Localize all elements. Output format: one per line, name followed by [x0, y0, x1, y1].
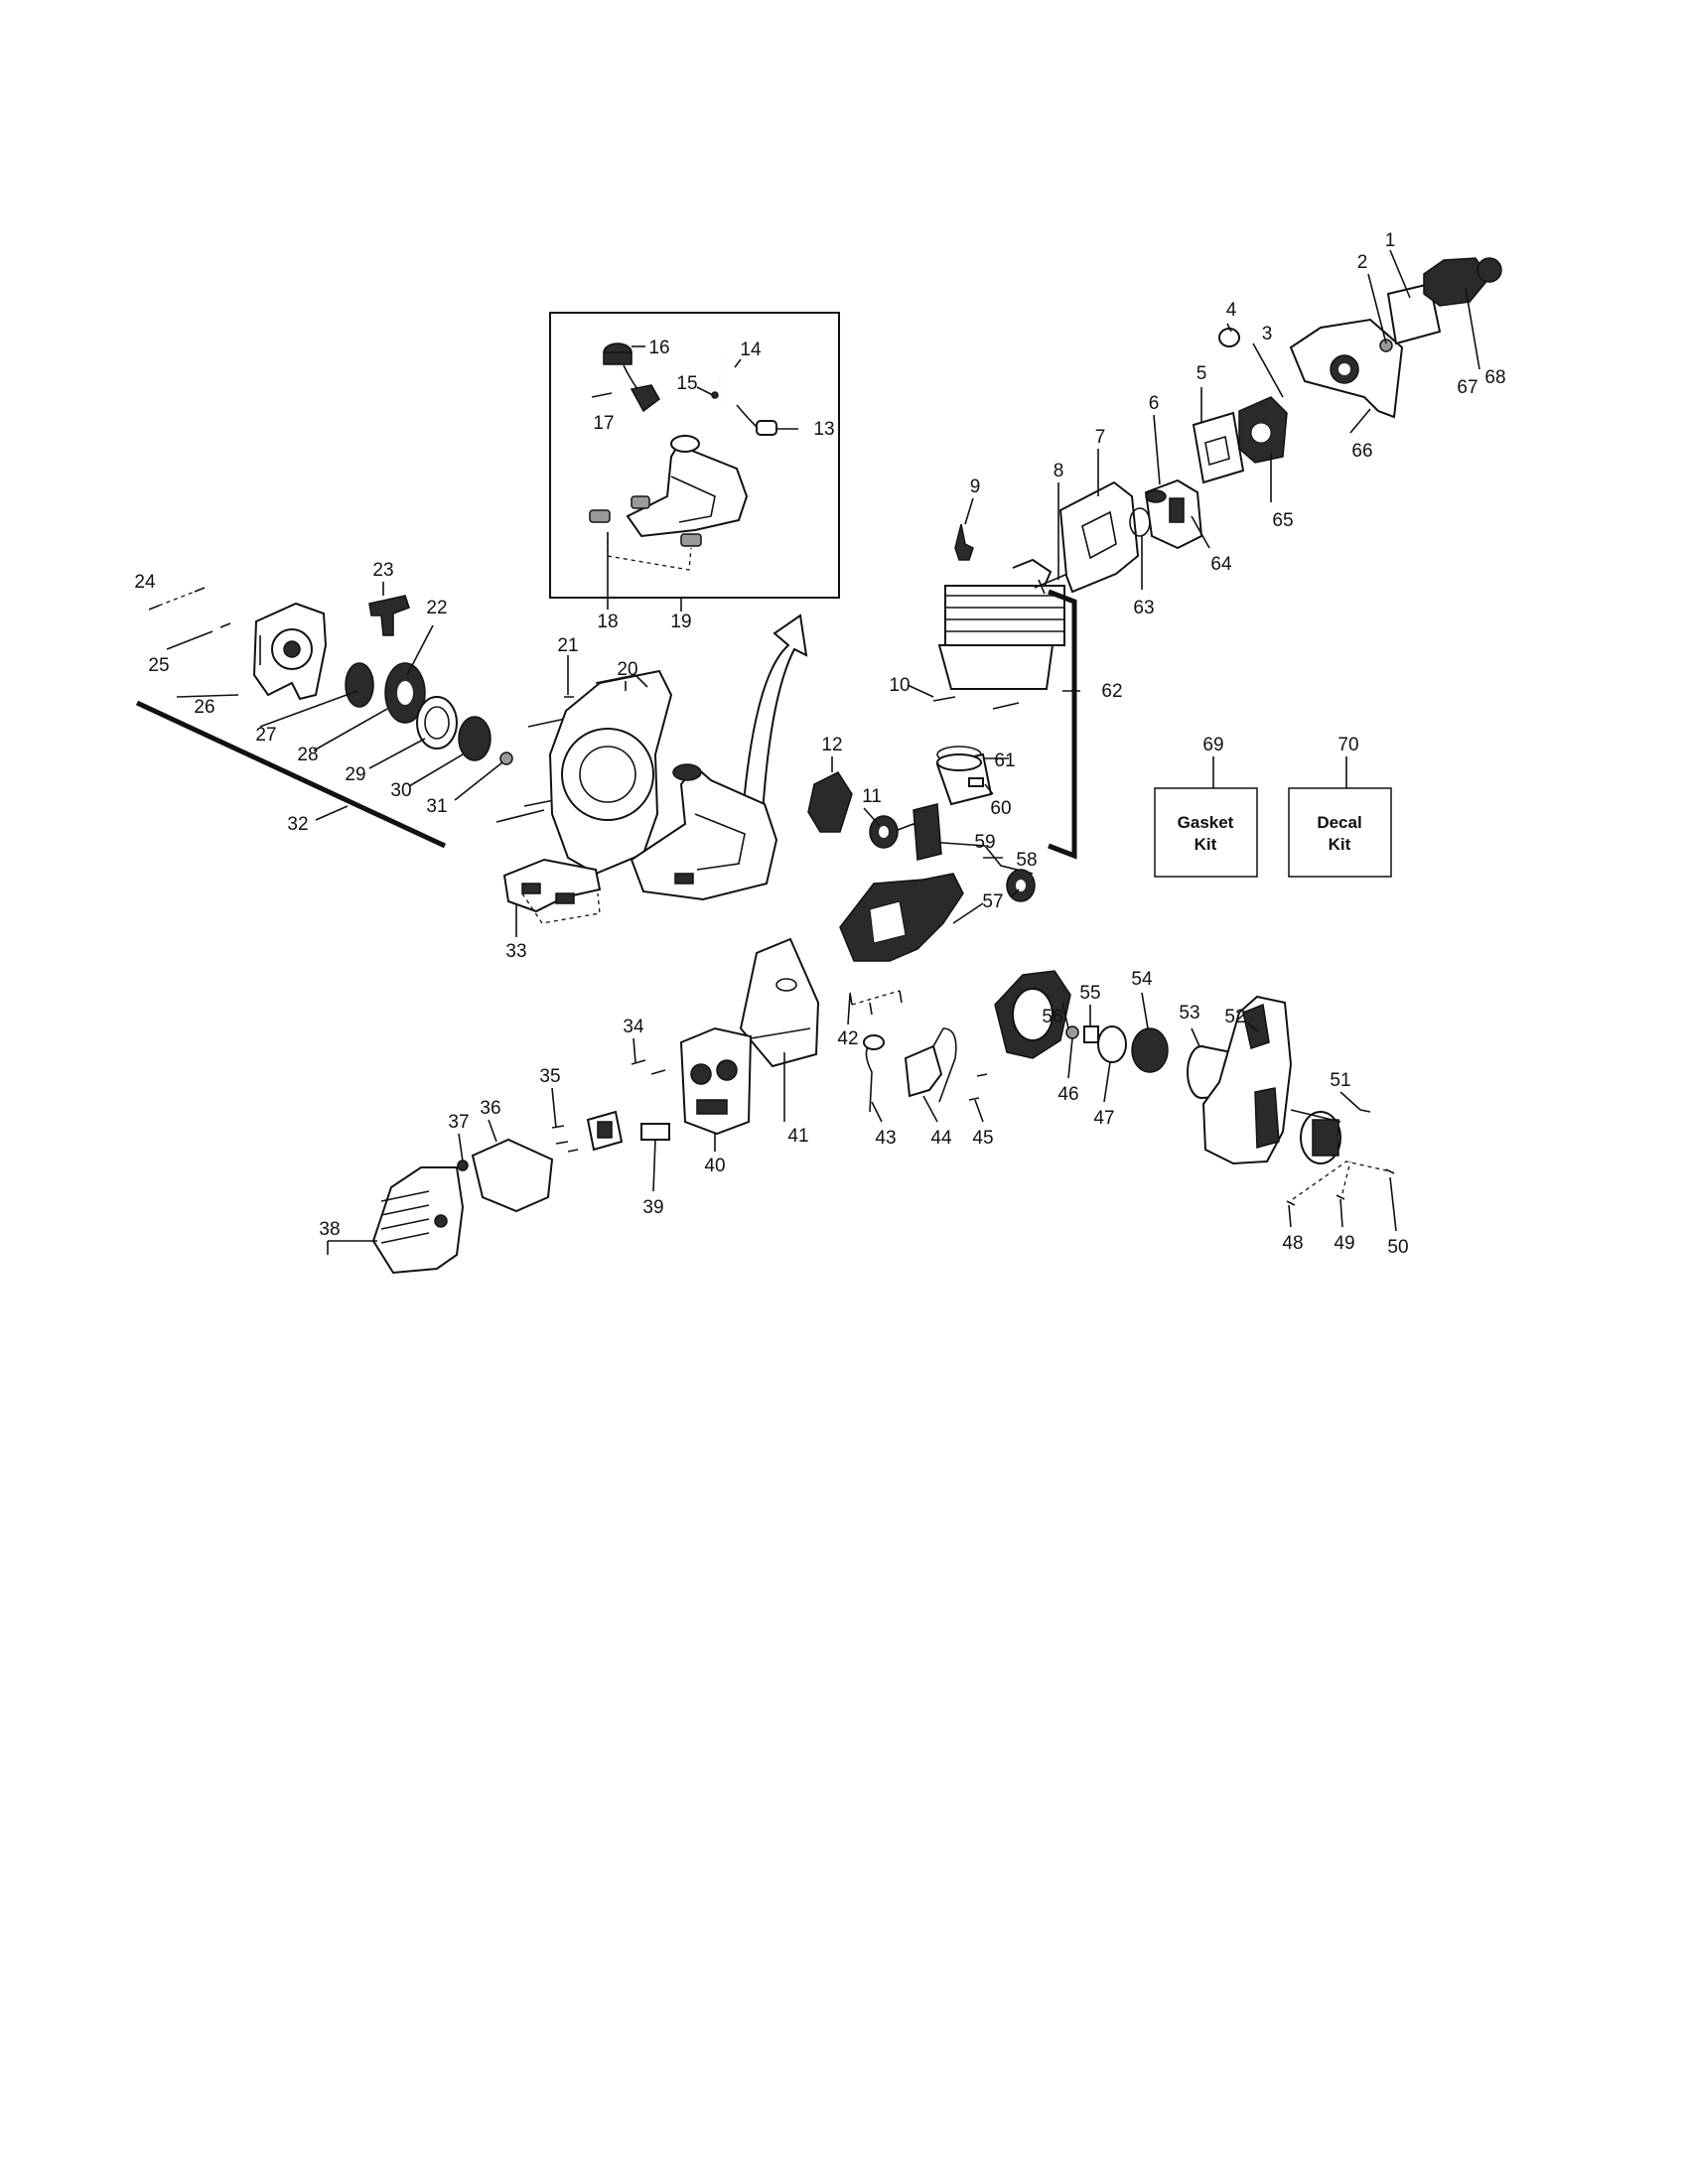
fan-housing-group [495, 669, 778, 924]
starter-group [135, 587, 513, 849]
callout-41: 41 [787, 1126, 808, 1147]
gasket-kit-line1: Gasket [1178, 813, 1234, 832]
callout-59: 59 [974, 832, 995, 853]
callout-58: 58 [1016, 850, 1037, 871]
callout-12: 12 [821, 735, 842, 755]
callout-63: 63 [1133, 598, 1154, 618]
callout-39: 39 [642, 1197, 663, 1218]
callout-55: 55 [1079, 983, 1100, 1004]
callout-28: 28 [297, 745, 318, 765]
callout-33: 33 [505, 941, 526, 962]
callout-38: 38 [319, 1219, 340, 1240]
callout-53: 53 [1179, 1003, 1199, 1024]
callout-8: 8 [1054, 461, 1064, 481]
gasket-kit-box [1154, 787, 1258, 878]
callout-67: 67 [1457, 377, 1477, 398]
callout-5: 5 [1196, 363, 1207, 384]
callout-20: 20 [617, 659, 637, 680]
callout-3: 3 [1262, 324, 1273, 344]
callout-21: 21 [557, 635, 578, 656]
callout-10: 10 [889, 675, 910, 696]
callout-27: 27 [255, 725, 276, 746]
kit-boxes: Gasket Kit Decal Kit [1154, 787, 1392, 878]
callout-60: 60 [990, 798, 1011, 819]
callout-25: 25 [148, 655, 169, 676]
callout-49: 49 [1334, 1233, 1354, 1254]
callout-13: 13 [813, 419, 834, 440]
callout-29: 29 [345, 764, 365, 785]
callout-66: 66 [1351, 441, 1372, 462]
callout-65: 65 [1272, 510, 1293, 531]
callout-35: 35 [539, 1066, 560, 1087]
assembly-arrow [741, 614, 808, 815]
callout-62: 62 [1101, 681, 1122, 702]
callout-24: 24 [134, 572, 156, 593]
decal-kit-line1: Decal [1317, 813, 1361, 832]
callout-2: 2 [1357, 252, 1368, 273]
engine-group [807, 257, 1502, 1016]
callout-32: 32 [287, 814, 308, 835]
callout-23: 23 [372, 560, 393, 581]
callout-42: 42 [837, 1028, 858, 1049]
fuel-tank-inset [549, 312, 840, 599]
callout-40: 40 [704, 1156, 725, 1176]
callout-7: 7 [1095, 427, 1106, 448]
callout-36: 36 [480, 1098, 500, 1119]
callout-64: 64 [1210, 554, 1232, 575]
decal-kit-line2: Kit [1329, 835, 1351, 854]
callout-1: 1 [1385, 230, 1396, 251]
callout-labels: 1 2 3 4 5 6 7 8 9 10 11 12 13 14 15 16 1… [134, 230, 1505, 1258]
clutch-housing-group [1201, 995, 1395, 1206]
callout-43: 43 [875, 1128, 896, 1149]
callout-50: 50 [1387, 1237, 1408, 1258]
callout-69: 69 [1202, 735, 1223, 755]
ignition-clutch-group [863, 970, 1240, 1113]
decal-kit-box [1288, 787, 1392, 878]
leader-lines [166, 249, 1480, 1255]
callout-30: 30 [390, 780, 411, 801]
callout-6: 6 [1149, 393, 1160, 414]
callout-16: 16 [648, 338, 669, 358]
callout-54: 54 [1131, 969, 1153, 990]
muffler-group [371, 937, 820, 1275]
callout-9: 9 [970, 477, 981, 497]
callout-4: 4 [1226, 300, 1237, 321]
callout-15: 15 [676, 373, 697, 394]
callout-45: 45 [972, 1128, 993, 1149]
callout-48: 48 [1282, 1233, 1303, 1254]
callout-31: 31 [426, 796, 447, 817]
callout-52: 52 [1224, 1007, 1245, 1027]
callout-70: 70 [1337, 735, 1358, 755]
callout-22: 22 [426, 598, 447, 618]
callout-51: 51 [1330, 1070, 1350, 1091]
callout-37: 37 [448, 1112, 469, 1133]
callout-18: 18 [597, 612, 618, 632]
callout-68: 68 [1484, 367, 1505, 388]
callout-19: 19 [670, 612, 691, 632]
gasket-kit-line2: Kit [1195, 835, 1217, 854]
callout-47: 47 [1093, 1108, 1114, 1129]
callout-34: 34 [623, 1017, 644, 1037]
callout-46: 46 [1057, 1084, 1078, 1105]
callout-61: 61 [994, 751, 1015, 771]
callout-14: 14 [740, 340, 762, 360]
callout-44: 44 [930, 1128, 952, 1149]
callout-56: 56 [1042, 1007, 1062, 1027]
callout-57: 57 [982, 891, 1003, 912]
callout-11: 11 [862, 786, 882, 807]
callout-26: 26 [194, 697, 214, 718]
callout-17: 17 [593, 413, 614, 434]
